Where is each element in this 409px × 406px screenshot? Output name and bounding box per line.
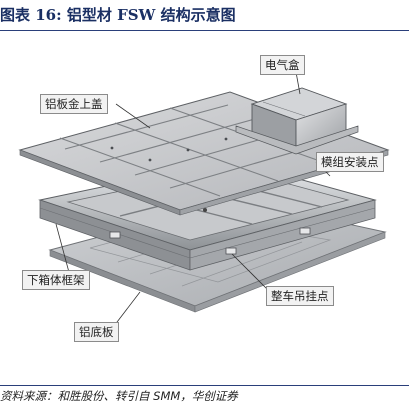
callout-bottom-plate: 铝底板 <box>74 322 119 342</box>
callout-lifting-point: 整车吊挂点 <box>266 286 334 306</box>
source-note: 资料来源：和胜股份、转引自 SMM，华创证券 <box>0 389 238 403</box>
title-divider <box>0 30 409 31</box>
callout-electrical-box: 电气盒 <box>260 55 305 75</box>
callout-lower-frame: 下箱体框架 <box>22 270 90 290</box>
battery-pack-diagram <box>18 71 390 327</box>
electrical-box <box>235 87 359 155</box>
source-divider <box>0 385 409 386</box>
callout-module-mount: 模组安装点 <box>316 152 384 172</box>
callout-top-cover: 铝板金上盖 <box>40 94 108 114</box>
figure-title: 图表 16: 铝型材 FSW 结构示意图 <box>0 6 236 24</box>
